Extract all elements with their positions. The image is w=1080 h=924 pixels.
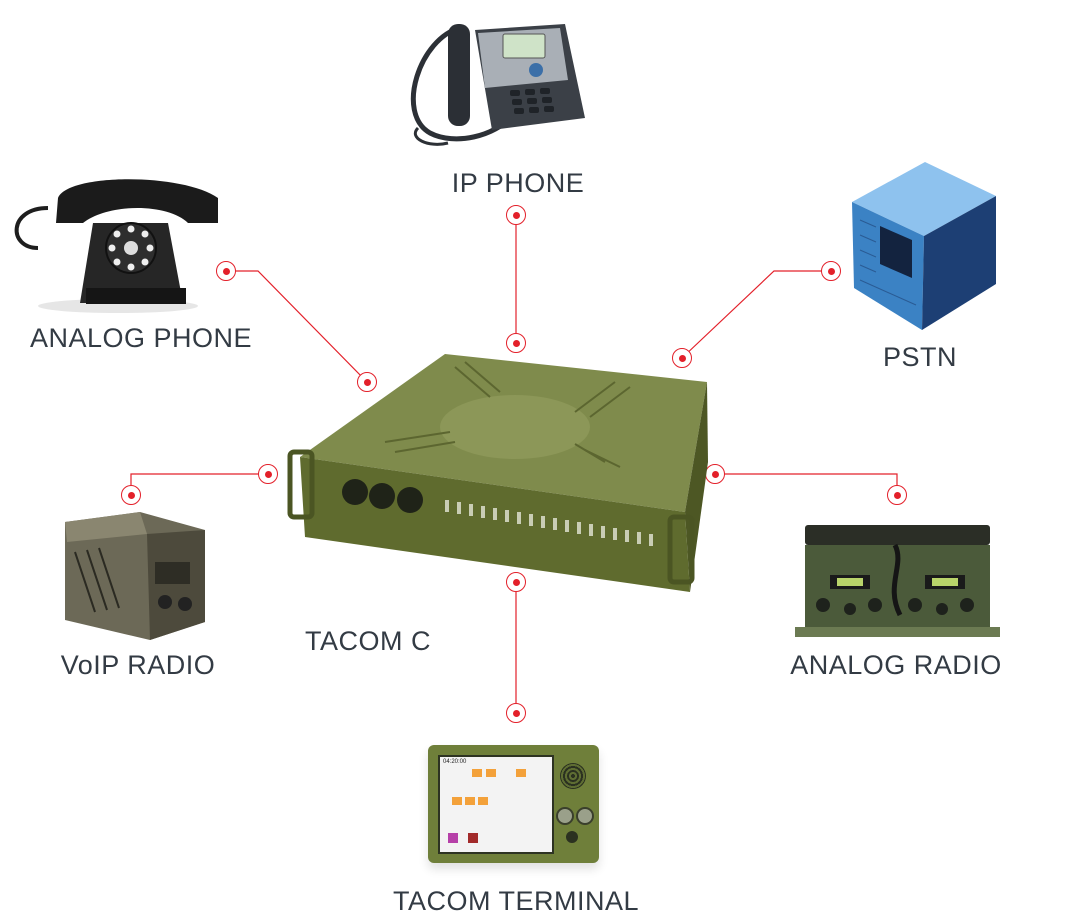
link-analog-radio xyxy=(715,473,898,495)
tacom-terminal-label: TACOM TERMINAL xyxy=(392,886,640,916)
terminal-clock: 04:20:00 xyxy=(443,759,467,765)
analog-radio-icon xyxy=(795,525,1000,637)
connector-dot xyxy=(357,372,377,392)
pstn-server-icon xyxy=(852,162,996,330)
connector-dot xyxy=(821,261,841,281)
tacom-terminal-device: 04:20:00 xyxy=(428,745,599,863)
connector-dot xyxy=(506,572,526,592)
terminal-tile xyxy=(486,769,496,777)
voip-radio-label: VoIP RADIO xyxy=(60,650,216,680)
connector-port-icon xyxy=(566,831,578,843)
terminal-tile xyxy=(452,797,462,805)
connector-dot xyxy=(506,205,526,225)
terminal-tile xyxy=(478,797,488,805)
connector-dot xyxy=(506,333,526,353)
ip-phone-label: IP PHONE xyxy=(451,168,585,198)
connector-dot xyxy=(121,485,141,505)
connector-port-icon xyxy=(556,807,574,825)
terminal-tile xyxy=(468,833,478,843)
voip-radio-icon xyxy=(65,512,205,640)
connector-dot xyxy=(887,485,907,505)
terminal-tile xyxy=(516,769,526,777)
pstn-label: PSTN xyxy=(882,342,958,372)
connector-dot xyxy=(216,261,236,281)
link-analog-phone xyxy=(226,270,368,383)
tacom-c-label: TACOM C xyxy=(305,626,431,656)
terminal-screen: 04:20:00 xyxy=(438,755,554,854)
terminal-tile xyxy=(472,769,482,777)
terminal-tile xyxy=(465,797,475,805)
speaker-grille-icon xyxy=(560,763,586,789)
connector-port-icon xyxy=(576,807,594,825)
analog-radio-label: ANALOG RADIO xyxy=(790,650,1002,680)
connector-dot xyxy=(672,348,692,368)
terminal-tile xyxy=(448,833,458,843)
tacom-c-unit-icon xyxy=(287,354,708,592)
connector-dot xyxy=(506,703,526,723)
link-voip-radio xyxy=(130,473,268,495)
ip-phone-icon xyxy=(410,24,585,146)
link-pstn xyxy=(681,270,831,359)
analog-phone-label: ANALOG PHONE xyxy=(30,323,253,353)
connector-dot xyxy=(258,464,278,484)
rotary-phone-icon xyxy=(14,179,218,313)
